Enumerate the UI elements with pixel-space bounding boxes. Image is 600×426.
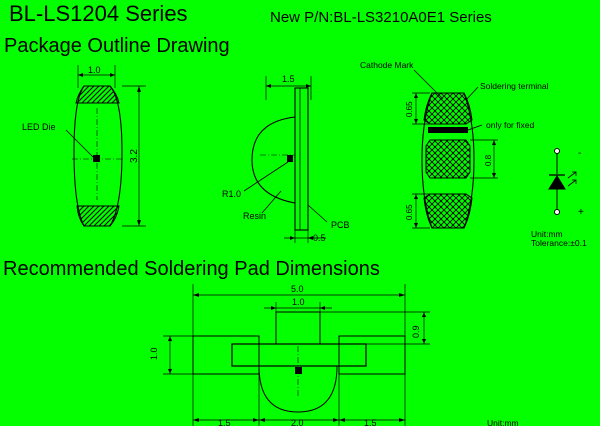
- back-middle-dim: 0.8: [484, 154, 493, 166]
- led-symbol: [548, 148, 577, 215]
- pcb-label: PCB: [331, 220, 350, 230]
- side-length-dim: 1.5: [282, 74, 295, 84]
- tolerance-note: Tolerance:±0.1: [531, 238, 587, 248]
- back-view: [412, 69, 498, 229]
- soldering-terminal-label: Soldering terminal: [480, 81, 549, 91]
- front-view: [65, 65, 146, 227]
- minus-sign: -: [578, 148, 581, 159]
- thickness-dim: 0.5: [313, 233, 326, 243]
- pad-total-width-dim: 5.0: [291, 284, 304, 294]
- plus-sign: +: [578, 207, 584, 218]
- side-view: [243, 76, 328, 243]
- cathode-bar: [428, 127, 468, 133]
- pad-inner-dim: 1.0: [292, 297, 305, 307]
- fixed-label: only for fixed: [486, 120, 534, 130]
- middle-gap-dim: 2.0: [291, 418, 304, 426]
- cathode-mark-label: Cathode Mark: [360, 60, 414, 70]
- soldering-pad-drawing: [163, 284, 430, 426]
- front-width-dim: 1.0: [88, 65, 101, 75]
- side-led-die-mark: [287, 155, 293, 162]
- package-outline-heading: Package Outline Drawing: [4, 35, 230, 57]
- unit-note: Unit:mm: [531, 229, 563, 239]
- series-title: BL-LS1204 Series: [9, 1, 188, 26]
- pad-right-height-dim: 0.9: [411, 325, 421, 338]
- soldering-pad-heading: Recommended Soldering Pad Dimensions: [3, 258, 380, 280]
- back-bottom-dim: 0.65: [405, 204, 414, 220]
- led-die-label: LED Die: [22, 122, 56, 132]
- pad-height-dim: 1.0: [149, 347, 159, 360]
- new-part-number: New P/N:BL-LS3210A0E1 Series: [270, 9, 492, 26]
- resin-label: Resin: [243, 211, 266, 221]
- led-die-mark: [93, 155, 100, 162]
- pad-led-die-mark: [295, 367, 302, 374]
- front-height-dim: 3.2: [129, 149, 140, 163]
- back-top-dim: 0.65: [405, 101, 414, 117]
- radius-label: R1.0: [222, 189, 241, 199]
- unit-note-bottom: Unit:mm: [487, 418, 519, 426]
- right-pad-dim: 1.5: [364, 418, 377, 426]
- left-pad-dim: 1.5: [218, 418, 231, 426]
